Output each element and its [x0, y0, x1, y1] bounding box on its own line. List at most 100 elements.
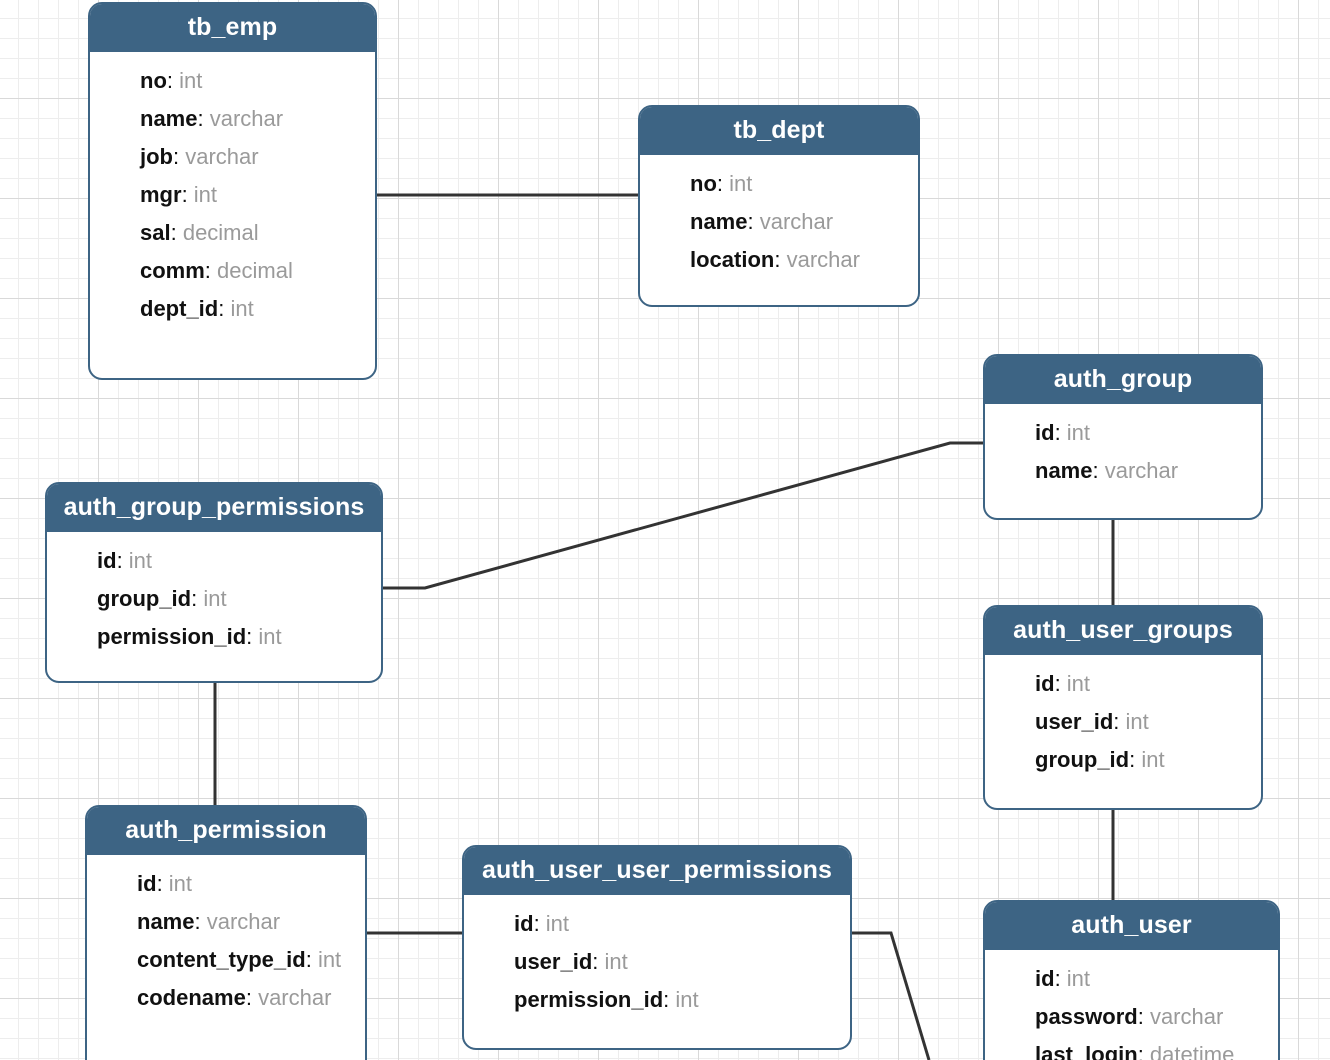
field-name: name — [1035, 458, 1093, 484]
field-separator: : — [774, 247, 787, 273]
field-separator: : — [1129, 747, 1142, 773]
field-separator: : — [1054, 671, 1067, 697]
entity-title-tb_dept: tb_dept — [640, 107, 918, 156]
field-row: name: varchar — [90, 100, 375, 138]
entity-title-tb_emp: tb_emp — [90, 4, 375, 53]
field-separator: : — [170, 220, 183, 246]
field-separator: : — [1137, 1004, 1150, 1030]
field-type: int — [729, 171, 753, 197]
field-row: job: varchar — [90, 138, 375, 176]
field-type: int — [1066, 671, 1091, 697]
field-type: int — [179, 68, 203, 94]
field-row: no: int — [90, 62, 375, 100]
relationship-edge-groupperm-group[interactable] — [383, 441, 983, 590]
field-separator: : — [245, 985, 259, 1011]
field-name: id — [1035, 420, 1055, 446]
field-separator: : — [173, 144, 186, 170]
field-row: last_login: datetime — [985, 1036, 1278, 1060]
field-name: group_id — [1035, 747, 1130, 773]
field-row: permission_id: int — [464, 981, 850, 1019]
field-type: varchar — [258, 985, 332, 1011]
field-type: int — [675, 987, 699, 1013]
field-name: job — [140, 144, 173, 170]
field-name: location — [690, 247, 775, 273]
field-separator: : — [191, 586, 204, 612]
field-type: datetime — [1149, 1042, 1235, 1060]
field-name: sal — [140, 220, 171, 246]
entity-title-auth_permission: auth_permission — [87, 807, 365, 856]
field-type: int — [317, 947, 342, 973]
field-name: permission_id — [514, 987, 664, 1013]
field-name: user_id — [1035, 709, 1114, 735]
field-type: varchar — [1104, 458, 1179, 484]
field-type: int — [193, 182, 218, 208]
field-row: comm: decimal — [90, 252, 375, 290]
field-separator: : — [663, 987, 676, 1013]
field-type: varchar — [185, 144, 259, 170]
field-row: name: varchar — [985, 452, 1261, 490]
entity-title-auth_group: auth_group — [985, 356, 1261, 405]
field-type: int — [168, 871, 193, 897]
field-name: dept_id — [140, 296, 219, 322]
field-name: id — [137, 871, 157, 897]
field-name: comm — [140, 258, 205, 284]
field-row: name: varchar — [87, 903, 365, 941]
field-row: id: int — [985, 665, 1261, 703]
field-row: user_id: int — [464, 943, 850, 981]
field-name: password — [1035, 1004, 1138, 1030]
field-row: password: varchar — [985, 998, 1278, 1036]
field-row: dept_id: int — [90, 290, 375, 328]
field-name: no — [690, 171, 717, 197]
field-name: id — [514, 911, 534, 937]
field-type: varchar — [759, 209, 834, 235]
field-separator: : — [246, 624, 259, 650]
field-row: location: varchar — [640, 241, 918, 279]
field-type: int — [258, 624, 282, 650]
field-row: mgr: int — [90, 176, 375, 214]
field-separator: : — [1054, 420, 1067, 446]
field-separator: : — [305, 947, 318, 973]
field-name: content_type_id — [137, 947, 306, 973]
relationship-edge-useruserperm-user[interactable] — [852, 931, 931, 1060]
field-separator: : — [1054, 966, 1067, 992]
field-type: varchar — [209, 106, 284, 132]
field-separator: : — [716, 171, 730, 197]
field-row: name: varchar — [640, 203, 918, 241]
field-type: int — [230, 296, 254, 322]
entity-title-auth_user_user_permissions: auth_user_user_permissions — [464, 847, 850, 896]
field-separator: : — [533, 911, 546, 937]
field-type: int — [203, 586, 227, 612]
field-separator: : — [747, 209, 760, 235]
field-name: permission_id — [97, 624, 247, 650]
field-row: id: int — [464, 905, 850, 943]
field-separator: : — [218, 296, 231, 322]
entity-fields-auth_permission: id: int name: varchar content_type_id: int… — [87, 855, 365, 1030]
field-name: name — [140, 106, 198, 132]
field-name: id — [1035, 966, 1055, 992]
field-separator: : — [116, 548, 129, 574]
field-separator: : — [204, 258, 218, 284]
field-type: decimal — [217, 258, 293, 284]
field-name: no — [140, 68, 167, 94]
field-name: id — [1035, 671, 1055, 697]
field-type: varchar — [1149, 1004, 1224, 1030]
field-row: user_id: int — [985, 703, 1261, 741]
field-type: int — [1066, 966, 1091, 992]
field-separator: : — [1113, 709, 1126, 735]
field-type: int — [128, 548, 153, 574]
field-row: id: int — [985, 960, 1278, 998]
field-separator: : — [166, 68, 180, 94]
